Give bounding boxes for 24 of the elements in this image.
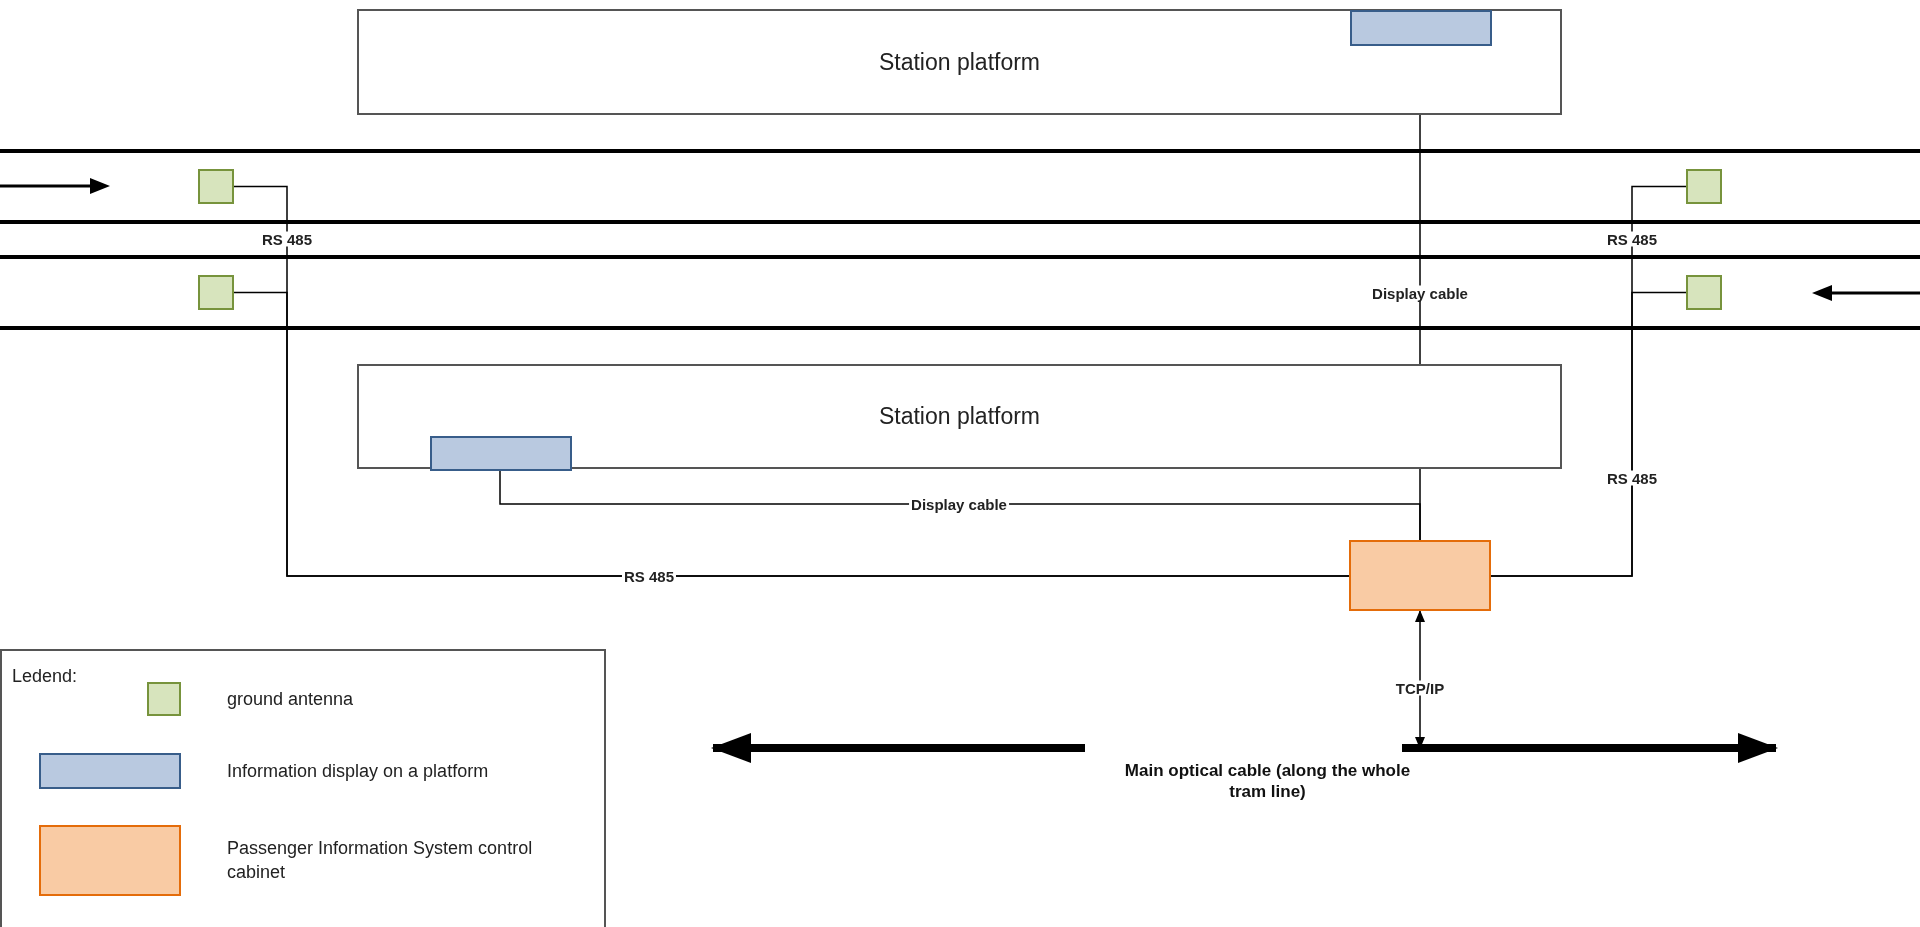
legend-text: Passenger Information System control cabinet bbox=[227, 836, 534, 884]
edge-label: Display cable bbox=[909, 496, 1009, 512]
antenna-box bbox=[1686, 169, 1722, 204]
edge-label: RS 485 bbox=[1605, 231, 1659, 247]
edge-label: RS 485 bbox=[260, 231, 314, 247]
display-box bbox=[1350, 10, 1492, 46]
display-box bbox=[430, 436, 572, 471]
edge-label: Display cable bbox=[1370, 285, 1470, 301]
connector bbox=[233, 291, 1350, 577]
platform-box bbox=[357, 364, 1562, 469]
connector bbox=[499, 469, 1421, 541]
legend-text: ground antenna bbox=[227, 687, 355, 711]
antenna-box bbox=[198, 169, 234, 204]
connector bbox=[1490, 291, 1687, 577]
antenna-box bbox=[1686, 275, 1722, 310]
platform-label: Station platform bbox=[878, 402, 1041, 432]
platform-label: Station platform bbox=[878, 47, 1041, 77]
cabinet-box bbox=[1349, 540, 1491, 611]
edge-label: TCP/IP bbox=[1393, 680, 1447, 696]
legend-title: Ledend: bbox=[12, 665, 78, 688]
antenna-box bbox=[198, 275, 234, 310]
legend-text: Information display on a platform bbox=[227, 759, 490, 783]
platform-box bbox=[357, 9, 1562, 115]
edge-label: RS 485 bbox=[1605, 470, 1659, 486]
